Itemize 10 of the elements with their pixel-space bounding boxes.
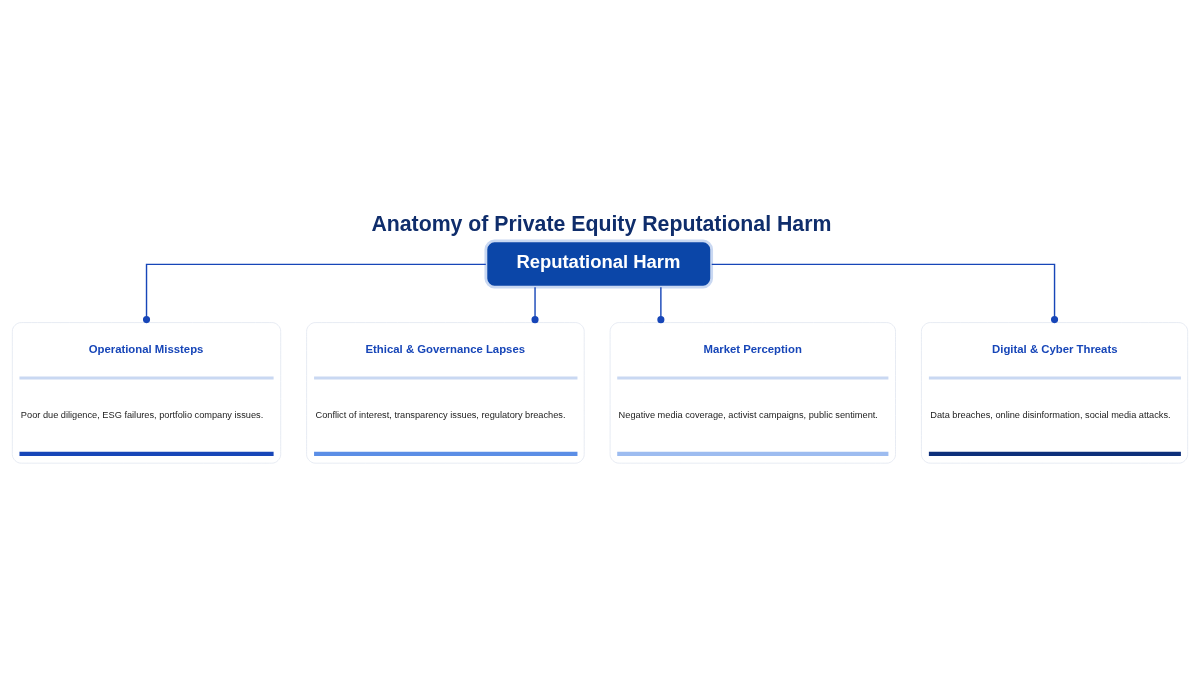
node-box: Digital & Cyber Threats Data breaches, online disinformation, social media attacks. bbox=[921, 322, 1188, 464]
connector bbox=[657, 286, 665, 324]
connector bbox=[531, 286, 539, 324]
node-box: Reputational Harm bbox=[484, 239, 714, 289]
node-box: Ethical & Governance Lapses Conflict of interest, transparency issues, regulatory breaches. bbox=[306, 322, 585, 464]
diagram-title: Anatomy of Private Equity Reputational Harm bbox=[371, 212, 832, 237]
connector bbox=[142, 263, 487, 324]
connector bbox=[711, 263, 1059, 324]
node-box: Market Perception Negative media coverage, activist campaigns, public sentiment. bbox=[609, 322, 896, 464]
node-box: Operational Missteps Poor due diligence, ESG failures, portfolio company issues. bbox=[12, 322, 282, 464]
